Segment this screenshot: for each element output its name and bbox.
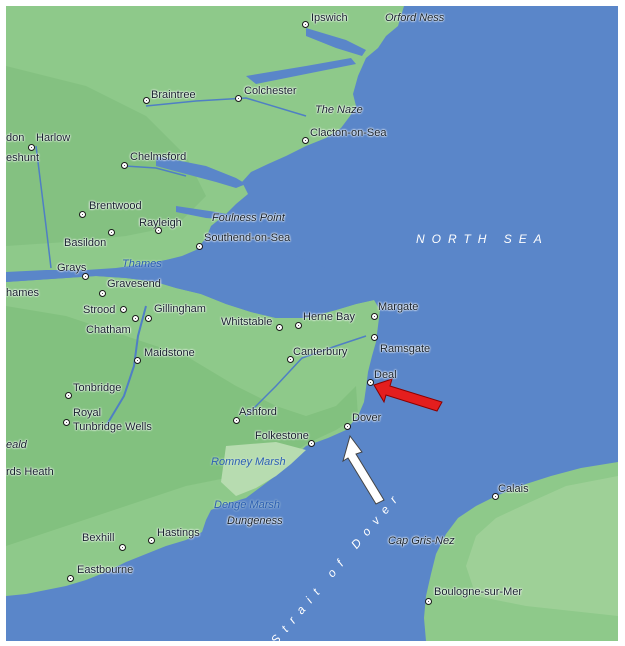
river-lea (35, 145, 52, 269)
town-label-bexhill: Bexhill (82, 532, 115, 544)
map-canvas[interactable] (6, 6, 618, 641)
town-label-weald-partial: eald (6, 439, 27, 451)
town-label-basildon: Basildon (64, 237, 107, 249)
town-marker-folkestone[interactable] (308, 440, 315, 447)
town-label-whitstable: Whitstable (221, 316, 273, 328)
town-marker-deal[interactable] (367, 379, 374, 386)
cap-gris-nez-label: Cap Gris-Nez (388, 535, 455, 547)
town-marker-dover[interactable] (344, 423, 351, 430)
town-marker-tunbridge-wells[interactable] (63, 419, 70, 426)
town-label-canterbury: Canterbury (293, 346, 348, 358)
town-label-royal: Royal (73, 407, 102, 419)
town-label-london-partial: don (6, 132, 25, 144)
town-marker-ramsgate[interactable] (371, 334, 378, 341)
town-label-gillingham: Gillingham (154, 303, 206, 315)
town-marker-gravesend[interactable] (99, 290, 106, 297)
town-label-braintree: Braintree (151, 89, 196, 101)
town-marker-ipswich[interactable] (302, 21, 309, 28)
red-arrow (373, 378, 443, 412)
town-label-gravesend: Gravesend (107, 278, 161, 290)
town-label-rayleigh: Rayleigh (139, 217, 182, 229)
town-label-chelmsford: Chelmsford (130, 151, 187, 163)
river-stour-kent (245, 335, 367, 417)
north-sea-label: NORTH SEA (416, 232, 549, 246)
town-marker-basildon[interactable] (108, 229, 115, 236)
river-chelmer (125, 165, 187, 177)
town-label-herne-bay: Herne Bay (303, 311, 355, 323)
town-label-strood: Strood (83, 304, 116, 316)
town-marker-rayleigh[interactable] (155, 227, 162, 234)
town-label-tonbridge: Tonbridge (73, 382, 122, 394)
town-label-tunbridge-wells: Tunbridge Wells (73, 421, 152, 433)
town-marker-tonbridge[interactable] (65, 392, 72, 399)
town-marker-boulogne[interactable] (425, 598, 432, 605)
town-marker-chelmsford[interactable] (121, 162, 128, 169)
town-label-chatham: Chatham (86, 324, 131, 336)
town-label-ashford: Ashford (239, 406, 277, 418)
river-orwell (306, 28, 366, 56)
town-label-colchester: Colchester (244, 85, 297, 97)
river-stour (246, 58, 356, 84)
river-blackwater (156, 156, 246, 188)
the-naze-label: The Naze (315, 104, 363, 116)
town-marker-whitstable[interactable] (276, 324, 283, 331)
dungeness-label: Dungeness (227, 515, 283, 527)
town-label-harlow: Harlow (36, 132, 71, 144)
thames-label: Thames (122, 258, 162, 270)
town-marker-brentwood[interactable] (79, 211, 86, 218)
town-label-maidstone: Maidstone (144, 347, 195, 359)
town-marker-chatham[interactable] (132, 315, 139, 322)
white-arrow (342, 434, 385, 505)
town-marker-bexhill[interactable] (119, 544, 126, 551)
town-label-cheshunt-partial: eshunt (6, 152, 40, 164)
thames-estuary (6, 246, 374, 318)
town-marker-colchester[interactable] (235, 95, 242, 102)
land-shading (6, 306, 358, 546)
town-label-clacton: Clacton-on-Sea (310, 127, 387, 139)
town-marker-harlow[interactable] (28, 144, 35, 151)
land-shading-2 (6, 66, 206, 246)
town-marker-margate[interactable] (371, 313, 378, 320)
town-label-deal: Deal (374, 369, 397, 381)
town-marker-ashford[interactable] (233, 417, 240, 424)
town-marker-hastings[interactable] (148, 537, 155, 544)
town-marker-herne-bay[interactable] (295, 322, 302, 329)
town-label-ipswich: Ipswich (311, 12, 348, 24)
town-marker-southend[interactable] (196, 243, 203, 250)
town-label-calais: Calais (498, 483, 529, 495)
town-marker-grays[interactable] (82, 273, 89, 280)
town-label-southend: Southend-on-Sea (204, 232, 291, 244)
town-marker-gillingham[interactable] (145, 315, 152, 322)
town-marker-calais[interactable] (492, 493, 499, 500)
town-marker-strood[interactable] (120, 306, 127, 313)
orford-ness-label: Orford Ness (385, 12, 445, 24)
romney-marsh-area (221, 442, 306, 496)
town-marker-maidstone[interactable] (134, 357, 141, 364)
town-label-heath-partial: rds Heath (6, 466, 54, 478)
town-label-brentwood: Brentwood (89, 200, 142, 212)
river-crouch (176, 206, 238, 220)
river-colne (145, 97, 307, 117)
town-label-grays: Grays (57, 262, 87, 274)
town-marker-canterbury[interactable] (287, 356, 294, 363)
denge-marsh-label: Denge Marsh (214, 499, 281, 511)
town-label-ramsgate: Ramsgate (380, 343, 431, 355)
town-label-boulogne: Boulogne-sur-Mer (434, 586, 523, 598)
town-label-eastbourne: Eastbourne (77, 564, 134, 576)
town-label-hastings: Hastings (157, 527, 200, 539)
town-label-dover: Dover (352, 412, 382, 424)
foulness-point-label: Foulness Point (212, 212, 285, 224)
town-marker-clacton[interactable] (302, 137, 309, 144)
town-label-folkestone: Folkestone (255, 430, 309, 442)
river-medway (105, 305, 147, 427)
town-marker-braintree[interactable] (143, 97, 150, 104)
land-france-shade (466, 476, 618, 616)
romney-marsh-label: Romney Marsh (211, 456, 286, 468)
town-marker-eastbourne[interactable] (67, 575, 74, 582)
town-label-thames-partial: hames (6, 287, 40, 299)
town-label-margate: Margate (378, 301, 419, 313)
map-frame[interactable]: NORTH SEA Thames Strait of Dover Orford … (6, 6, 618, 641)
